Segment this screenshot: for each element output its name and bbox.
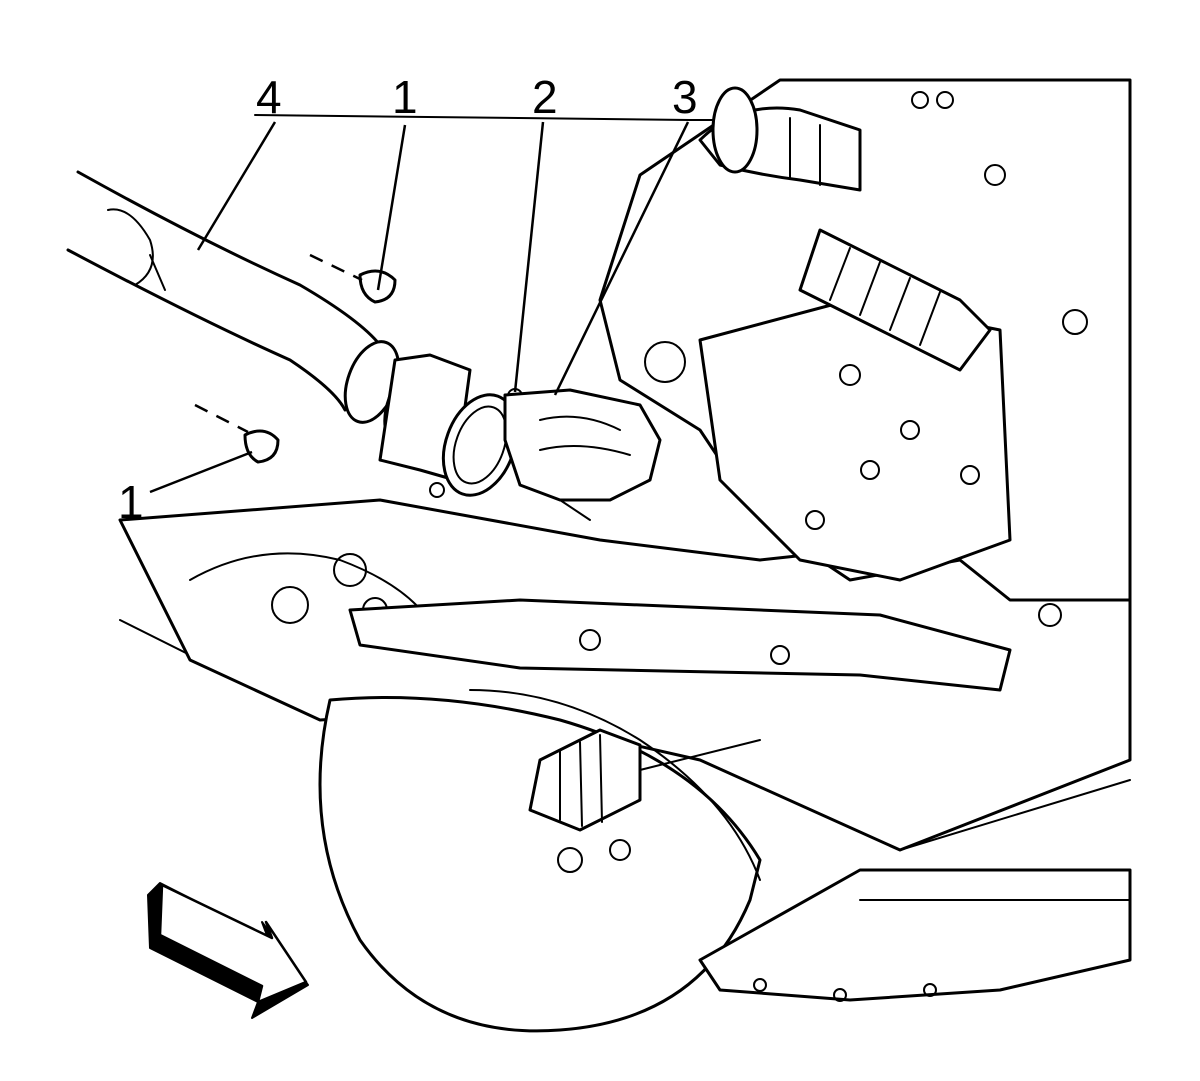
front-direction-arrow-icon [147, 882, 309, 1019]
drive-axle [528, 728, 761, 832]
callout-2: 2 [532, 71, 558, 123]
catalytic-converter [503, 388, 662, 521]
callout-1-upper: 1 [392, 71, 418, 123]
front-tire [318, 689, 762, 1033]
leader-line-2 [513, 121, 545, 393]
leader-line-1-lower [149, 450, 253, 494]
cross-member [348, 598, 1062, 692]
callout-1-lower: 1 [118, 476, 144, 528]
retainer-clip-lower [243, 429, 280, 464]
alignment-line-upper [309, 253, 363, 282]
flex-pipe [798, 228, 992, 372]
alignment-line-lower [194, 403, 249, 434]
callout-3: 3 [672, 71, 698, 123]
upper-exhaust-pipe [698, 86, 862, 192]
leader-line-3 [553, 121, 690, 396]
engine-transmission [598, 78, 1132, 602]
leader-line-1-upper [376, 124, 407, 291]
leader-line-4 [196, 121, 277, 251]
lower-panel [698, 868, 1132, 1002]
callout-4: 4 [256, 71, 282, 123]
